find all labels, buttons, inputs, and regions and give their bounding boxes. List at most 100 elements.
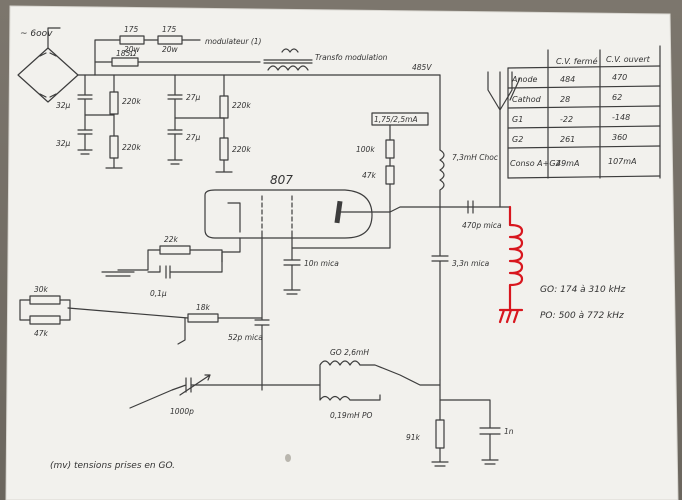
cap-10n-label: 10n mica [304,259,339,268]
capacitor-3n3 [431,206,449,381]
r47k-label: 47k [362,171,377,180]
capacitor-52p [254,233,270,391]
capacitor-470p [467,200,474,214]
table-cell: Conso A+G2 [510,159,561,168]
cap-3n3-label: 3,3n mica [452,259,490,268]
watt-label-b: 20w [162,45,179,54]
r220k-d-label: 220k [232,145,251,154]
hv-label: 485V [412,63,432,72]
modulateur-label: modulateur (1) [205,37,262,46]
cap27-a-label: 27μ [186,93,201,102]
table-columns [507,45,661,179]
choke-label: 7,3mH Choc [452,153,499,162]
table-cell: -22 [560,115,573,124]
meter-box-label: 1,75/2,5mA [374,115,418,124]
anode-circuit [283,74,511,381]
table-cell: -148 [612,113,630,122]
bridge-rectifier [17,47,79,103]
choke-coil [439,149,445,208]
table-cell: G2 [512,135,523,144]
table-header-2: C.V. ouvert [606,55,651,64]
paper-sheet [5,5,679,500]
cap-32u-top-label: 32μ [56,101,71,110]
tube-label: 807 [270,173,293,187]
wire [177,317,263,345]
variable-arrow [179,374,211,396]
cap-470p-label: 470p mica [462,221,502,230]
labels: ~ 6oov 175 175 20w 20w 185Ω modulateur (… [20,25,651,471]
r30k-label: 30k [34,285,49,294]
filter-capacitors-27u [167,74,183,165]
voltage-table [507,45,661,179]
r18k-label: 18k [196,303,211,312]
transfo-label: Transfo modulation [315,53,388,62]
table-cell: 62 [612,93,622,102]
table-cell: Anode [511,75,538,84]
tube-envelope [204,189,373,239]
variable-capacitor [129,377,263,409]
cathode-network [117,249,223,279]
meter-box [371,112,429,126]
r175-label-a: 175 [124,25,139,34]
table-header-1: C.V. fermé [556,56,598,66]
transformer-winding [267,65,309,71]
table-cell: 49mA [556,159,579,168]
cap-01u-label: 0,1μ [150,289,167,298]
table-cell: 107mA [608,157,637,166]
antenna-section [487,71,524,324]
r91k-label: 91k [406,433,421,442]
table-cell: 470 [612,73,627,82]
anode-line [339,206,511,213]
ground-symbol [431,447,449,467]
po-coil-label: 0,19mH PO [330,411,373,420]
grid-circuit [19,233,501,467]
red-loading-coil [508,205,524,312]
r220k-b-label: 220k [122,143,141,152]
table-cell: G1 [512,115,523,124]
capacitor-1n [439,399,501,465]
var-cap-label: 1000p [170,407,194,416]
power-supply [17,27,441,173]
cap27-b-label: 27μ [186,133,201,142]
r47k-left-label: 47k [34,329,49,338]
screen-feed [291,206,391,249]
capacitor-10n [283,233,301,295]
po-coil [319,384,381,401]
r100k-label: 100k [356,145,375,154]
ground-symbol [101,271,135,277]
cap-32u-bot-label: 32μ [56,139,71,148]
tube-anode [334,200,343,224]
table-cell: 484 [560,75,575,84]
table-cell: Cathod [512,95,542,104]
r185-label: 185Ω [116,49,136,58]
r220k-a-label: 220k [122,97,141,106]
table-cell: 261 [560,135,575,144]
table-rows [507,65,661,179]
footnote-label: (mv) tensions prises en GO. [50,461,175,471]
go-range-label: GO: 174 à 310 kHz [540,285,626,295]
paper-spot [285,454,291,462]
transformer-secondary [281,48,299,53]
cap-1n-label: 1n [504,427,514,436]
cap-52p-label: 52p mica [228,333,263,342]
mains-label: ~ 6oov [20,29,53,39]
transformer-core [263,59,313,64]
go-coil-label: GO 2,6mH [330,348,369,357]
bridge-wires [47,27,96,76]
wire [215,74,233,173]
wire [67,307,189,319]
go-coil [261,360,441,386]
supply-line [94,39,121,76]
rectifier-diodes [39,52,57,98]
tube-cathode [227,202,241,233]
tube-807 [204,189,373,239]
wire [19,299,71,321]
watt-label-a: 20w [124,45,141,54]
r175-label-b: 175 [162,25,177,34]
wire [105,74,123,169]
table-cell: 28 [560,95,570,104]
ground-symbol [77,149,93,155]
table-cell: 360 [612,133,627,142]
r220k-c-label: 220k [232,101,251,110]
